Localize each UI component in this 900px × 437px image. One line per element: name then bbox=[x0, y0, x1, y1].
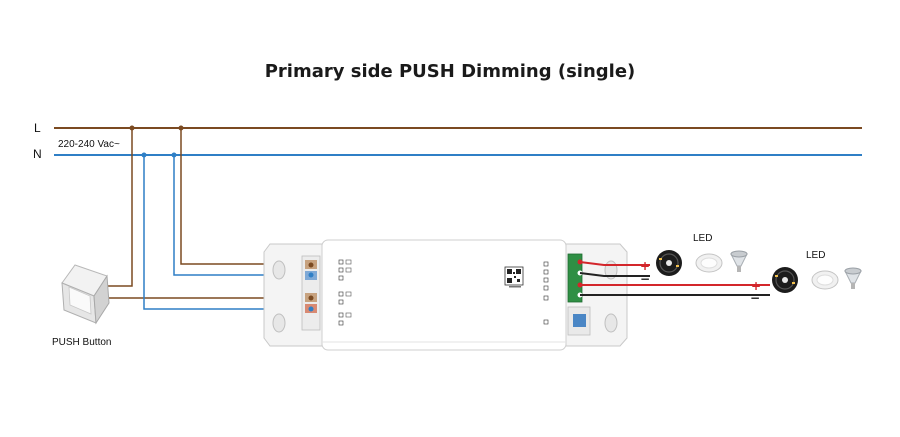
output-wires bbox=[579, 261, 770, 296]
led-label-1: LED bbox=[693, 233, 712, 244]
voltage-label: 220-240 Vac~ bbox=[58, 139, 120, 150]
spotlight-bulb-icon bbox=[730, 250, 748, 272]
led-strip-reel-icon bbox=[656, 250, 682, 276]
led-group-2: LED bbox=[772, 250, 862, 293]
led-driver bbox=[263, 239, 628, 351]
output-1-minus: − bbox=[640, 272, 650, 286]
diagram-title: Primary side PUSH Dimming (single) bbox=[265, 61, 636, 82]
spotlight-bulb-icon bbox=[844, 267, 862, 289]
push-button-label: PUSH Button bbox=[52, 337, 111, 348]
junction-dots bbox=[129, 125, 184, 158]
neutral-label: N bbox=[33, 147, 42, 161]
led-group-1: LED bbox=[656, 233, 748, 276]
led-label-2: LED bbox=[806, 250, 825, 261]
push-button-switch bbox=[61, 264, 110, 325]
output-1-plus: + bbox=[640, 259, 650, 273]
output-2-minus: − bbox=[750, 291, 760, 305]
downlight-icon bbox=[811, 270, 839, 290]
neutral-taps bbox=[143, 155, 305, 310]
led-strip-reel-icon bbox=[772, 267, 798, 293]
downlight-icon bbox=[695, 253, 723, 273]
qr-code bbox=[504, 266, 524, 288]
output-2-plus: + bbox=[751, 279, 761, 293]
line-label: L bbox=[34, 121, 41, 135]
